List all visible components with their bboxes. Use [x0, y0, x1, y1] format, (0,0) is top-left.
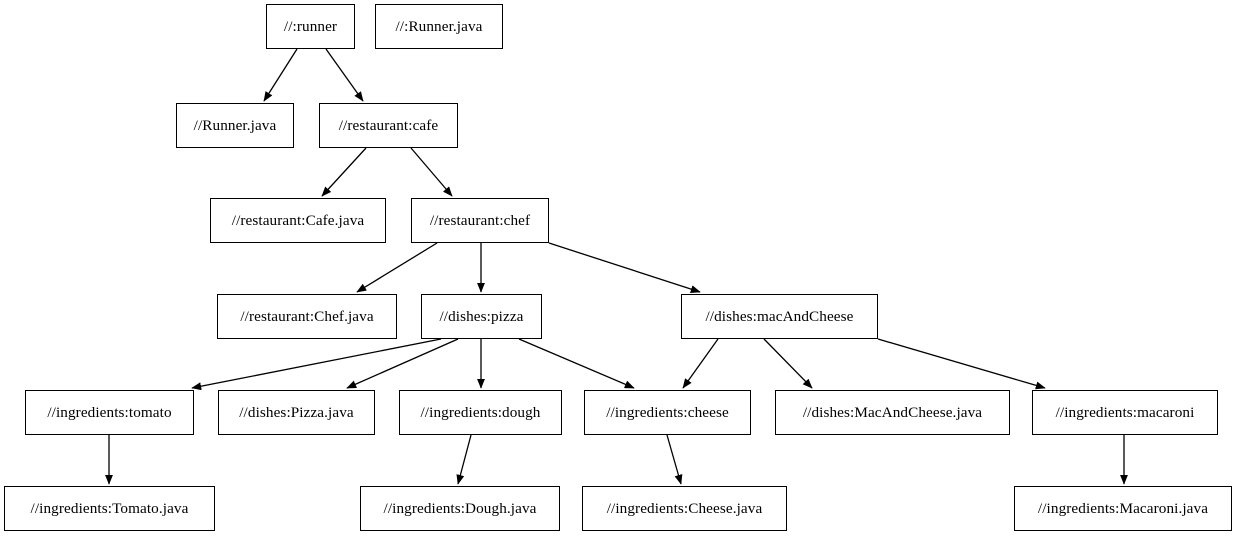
- graph-node-label: //dishes:macAndCheese: [705, 307, 854, 325]
- graph-node-ing_macaroni[interactable]: //ingredients:macaroni: [1032, 390, 1218, 435]
- graph-edge-runner-to-runner_java: [263, 48, 298, 102]
- graph-node-runner_java[interactable]: //Runner.java: [176, 103, 294, 148]
- graph-node-dishes_macandcheese[interactable]: //dishes:macAndCheese: [681, 294, 878, 339]
- graph-node-root_runner_java[interactable]: //:Runner.java: [375, 4, 503, 49]
- graph-node-label: //:Runner.java: [395, 17, 483, 35]
- graph-node-label: //ingredients:Macaroni.java: [1037, 499, 1209, 517]
- graph-node-label: //restaurant:cafe: [338, 116, 439, 134]
- graph-node-ing_cheese_java[interactable]: //ingredients:Cheese.java: [582, 486, 787, 531]
- graph-edge-ing_dough-to-ing_dough_java: [456, 434, 472, 485]
- graph-edge-dishes_pizza-to-ing_cheese: [518, 338, 635, 389]
- graph-node-restaurant_cafe[interactable]: //restaurant:cafe: [319, 103, 458, 148]
- graph-edge-restaurant_chef-to-restaurant_chef_java: [356, 242, 438, 293]
- graph-node-restaurant_chef_java[interactable]: //restaurant:Chef.java: [217, 294, 397, 339]
- graph-node-label: //Runner.java: [193, 116, 277, 134]
- graph-node-ing_tomato_java[interactable]: //ingredients:Tomato.java: [4, 486, 215, 531]
- graph-node-label: //dishes:pizza: [439, 307, 524, 325]
- graph-node-label: //ingredients:dough: [420, 403, 541, 421]
- graph-edge-dishes_macandcheese-to-ing_macaroni: [877, 338, 1046, 390]
- graph-node-label: //ingredients:cheese: [606, 403, 729, 421]
- graph-edge-dishes_pizza-to-ing_tomato: [191, 338, 442, 391]
- graph-node-ing_macaroni_java[interactable]: //ingredients:Macaroni.java: [1014, 486, 1232, 531]
- graph-edge-restaurant_cafe-to-restaurant_chef: [410, 147, 453, 197]
- graph-node-dishes_pizza[interactable]: //dishes:pizza: [421, 294, 542, 339]
- graph-edge-dishes_pizza-to-dishes_pizza_java: [346, 338, 459, 389]
- graph-node-label: //restaurant:Chef.java: [240, 307, 374, 325]
- graph-node-restaurant_chef[interactable]: //restaurant:chef: [411, 198, 549, 243]
- graph-node-label: //restaurant:Cafe.java: [231, 211, 365, 229]
- graph-edge-dishes_macandcheese-to-ing_cheese: [682, 338, 719, 389]
- graph-node-label: //restaurant:chef: [429, 211, 531, 229]
- graph-node-ing_dough[interactable]: //ingredients:dough: [399, 390, 562, 435]
- graph-node-restaurant_cafe_java[interactable]: //restaurant:Cafe.java: [210, 198, 386, 243]
- graph-node-label: //dishes:MacAndCheese.java: [802, 403, 983, 421]
- graph-node-label: //ingredients:Dough.java: [383, 499, 537, 517]
- graph-edge-restaurant_cafe-to-restaurant_cafe_java: [321, 147, 367, 197]
- graph-edge-dishes_macandcheese-to-dishes_mac_java: [763, 338, 813, 389]
- graph-edge-runner-to-restaurant_cafe: [325, 48, 364, 102]
- graph-node-label: //ingredients:Tomato.java: [30, 499, 189, 517]
- graph-node-label: //ingredients:macaroni: [1055, 403, 1195, 421]
- graph-node-ing_cheese[interactable]: //ingredients:cheese: [584, 390, 751, 435]
- graph-node-dishes_mac_java[interactable]: //dishes:MacAndCheese.java: [775, 390, 1010, 435]
- graph-node-ing_tomato[interactable]: //ingredients:tomato: [25, 390, 194, 435]
- graph-node-ing_dough_java[interactable]: //ingredients:Dough.java: [360, 486, 560, 531]
- graph-edge-ing_cheese-to-ing_cheese_java: [666, 434, 683, 485]
- graph-node-label: //ingredients:Cheese.java: [606, 499, 763, 517]
- graph-edge-restaurant_chef-to-dishes_macandcheese: [548, 242, 701, 293]
- graph-node-label: //ingredients:tomato: [47, 403, 172, 421]
- graph-node-runner[interactable]: //:runner: [266, 4, 355, 49]
- graph-node-label: //dishes:Pizza.java: [239, 403, 354, 421]
- graph-node-label: //:runner: [283, 17, 338, 35]
- graph-node-dishes_pizza_java[interactable]: //dishes:Pizza.java: [218, 390, 375, 435]
